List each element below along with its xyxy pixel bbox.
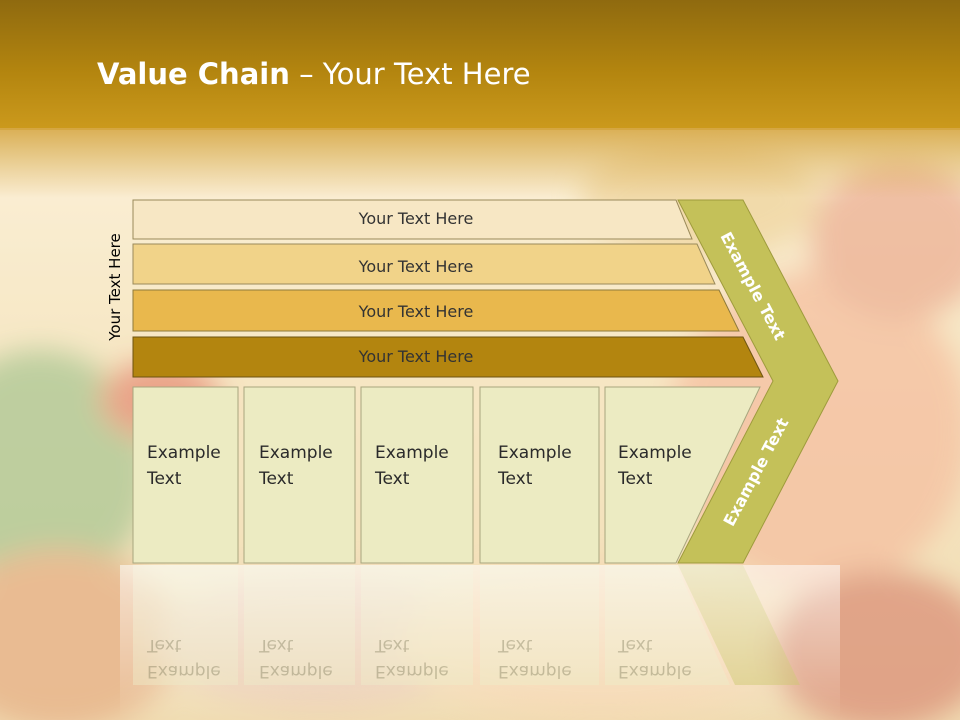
box-2-reflection-line2: Text (259, 635, 294, 655)
box-1-reflection: Example Text (147, 632, 221, 684)
box-1-reflection-line1: Example (147, 661, 221, 681)
box-4-reflection: Example Text (498, 632, 572, 684)
title-bold: Value Chain (97, 57, 290, 91)
box-5-reflection: Example Text (618, 632, 692, 684)
bar-3-label: Your Text Here (358, 302, 474, 321)
bar-2 (132, 243, 716, 285)
box-5 (604, 386, 761, 564)
box-3-reflection-line1: Example (375, 661, 449, 681)
bar-3 (132, 289, 740, 332)
title-rest: – Your Text Here (289, 57, 531, 91)
box-1-line2: Text (147, 469, 182, 489)
box-3 (360, 386, 474, 564)
slide-title: Value Chain – Your Text Here (97, 54, 531, 94)
box-4-line1: Example (498, 443, 572, 463)
bar-1-label: Your Text Here (358, 209, 474, 228)
box-5-line2: Text (618, 469, 653, 489)
bar-4 (132, 336, 764, 378)
box-2 (243, 386, 356, 564)
box-1 (132, 386, 239, 564)
box-1-reflection-line2: Text (147, 635, 182, 655)
box-2-line1: Example (259, 443, 333, 463)
header-band (0, 0, 960, 130)
header-fade (0, 128, 960, 198)
box-3-line1: Example (375, 443, 449, 463)
box-4-reflection-line2: Text (498, 635, 533, 655)
box-4-reflection-line1: Example (498, 661, 572, 681)
box-1-line1: Example (147, 443, 221, 463)
bar-2-label: Your Text Here (358, 257, 474, 276)
bar-4-label: Your Text Here (358, 347, 474, 366)
box-4-line2: Text (498, 469, 533, 489)
box-5-line1: Example (618, 443, 692, 463)
box-3-reflection-line2: Text (375, 635, 410, 655)
box-5-reflection-line1: Example (618, 661, 692, 681)
box-3-line2: Text (375, 469, 410, 489)
chevron-arrow (677, 199, 839, 564)
box-5-reflection-line2: Text (618, 635, 653, 655)
box-2-reflection: Example Text (259, 632, 333, 684)
box-2-line2: Text (259, 469, 294, 489)
box-2-reflection-line1: Example (259, 661, 333, 681)
box-4 (479, 386, 600, 564)
bar-1 (132, 199, 693, 240)
box-3-reflection: Example Text (375, 632, 449, 684)
